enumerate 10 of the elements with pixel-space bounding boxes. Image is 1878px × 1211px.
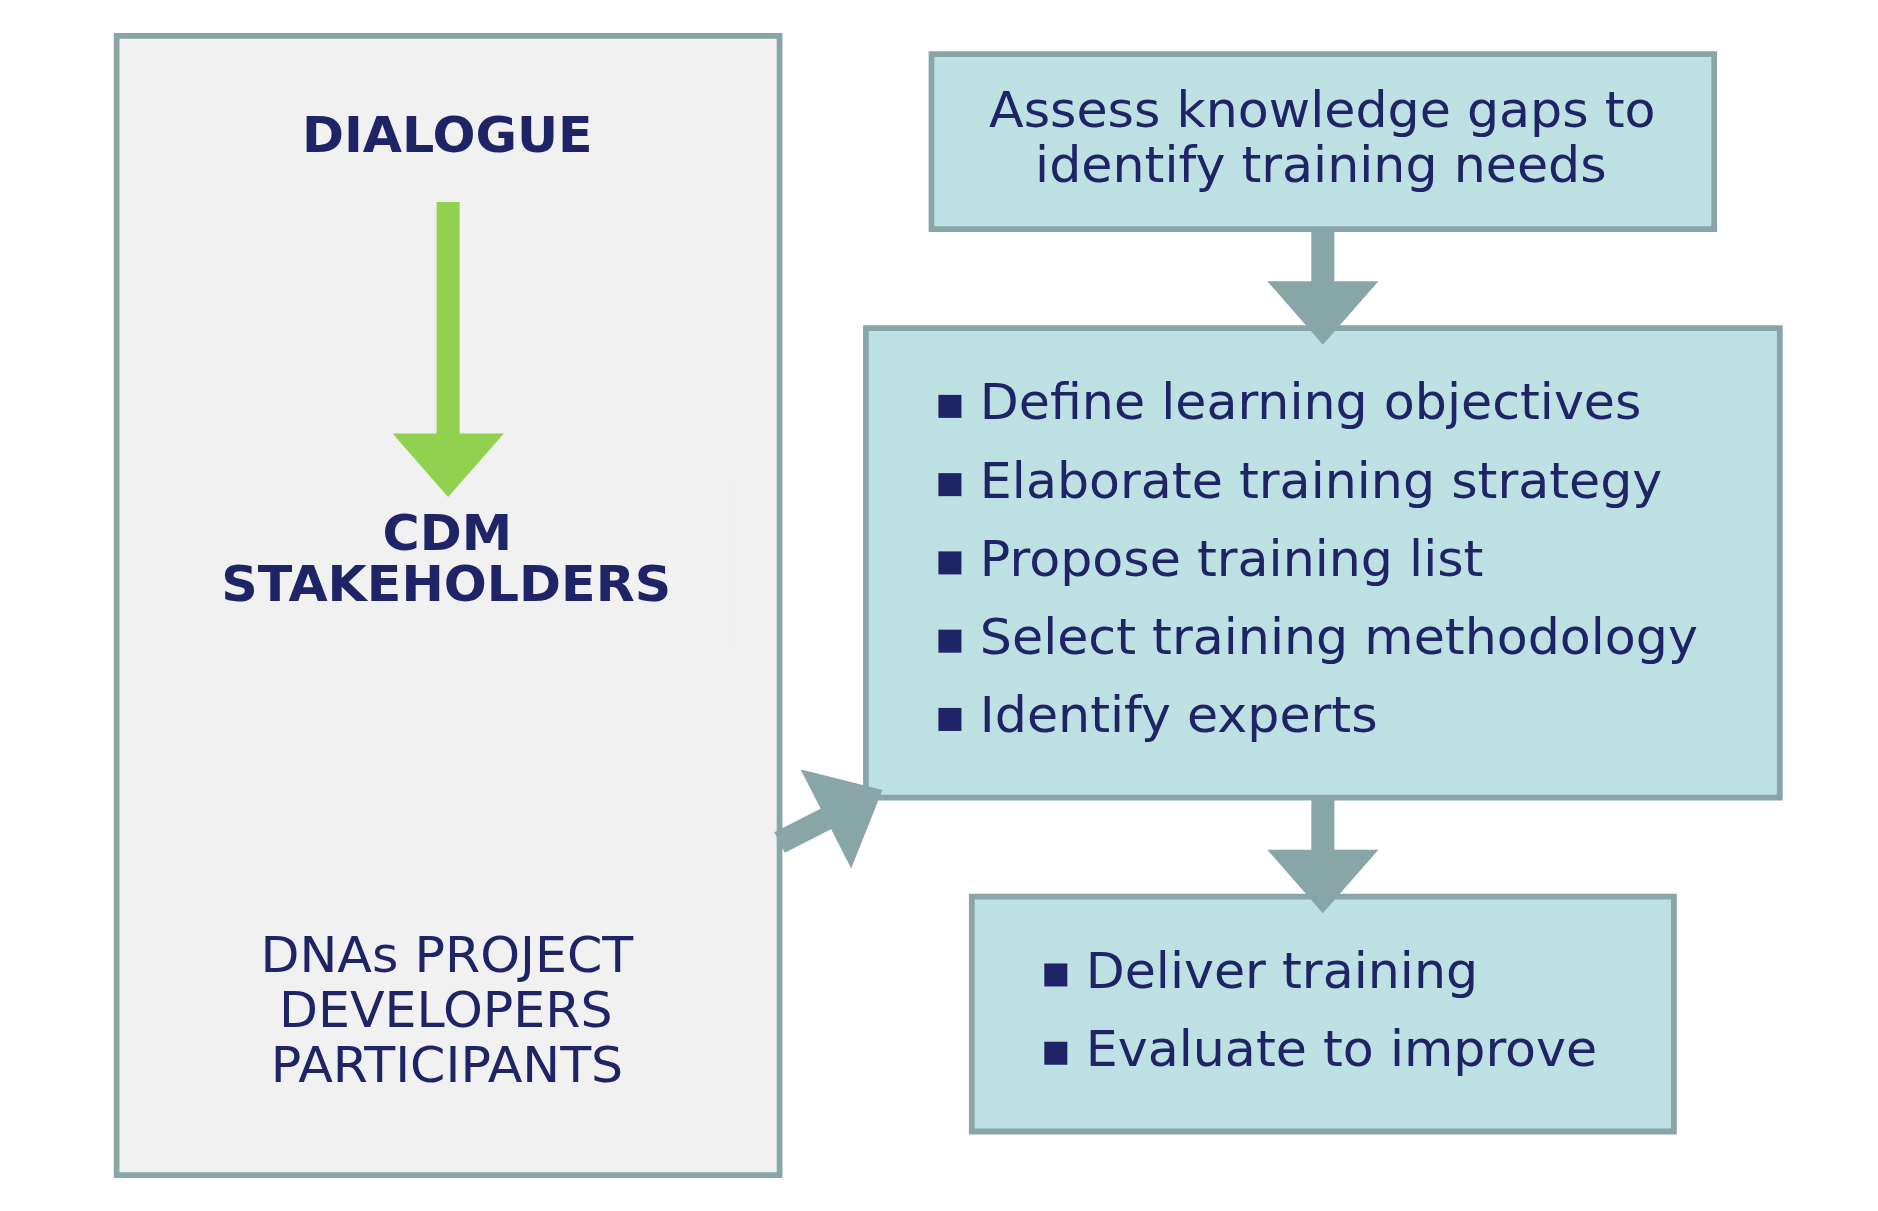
arrow [1267, 229, 1379, 345]
cluster [113, 32, 783, 1179]
node-box: Assess knowledge gaps to identify training needs [928, 51, 1718, 232]
node-text: CDM STAKEHOLDERS [221, 503, 672, 614]
arrow [392, 201, 504, 498]
node-text: DNAs PROJECT DEVELOPERS PARTICIPANTS [260, 924, 634, 1095]
node-text: DIALOGUE [301, 105, 593, 165]
node-box: Define learning objectives Elaborate training strategy Propose training list Select training methodology Identify experts [863, 325, 1783, 801]
arrow [1267, 798, 1379, 914]
node-box: Deliver training Evaluate to improve [968, 893, 1677, 1135]
